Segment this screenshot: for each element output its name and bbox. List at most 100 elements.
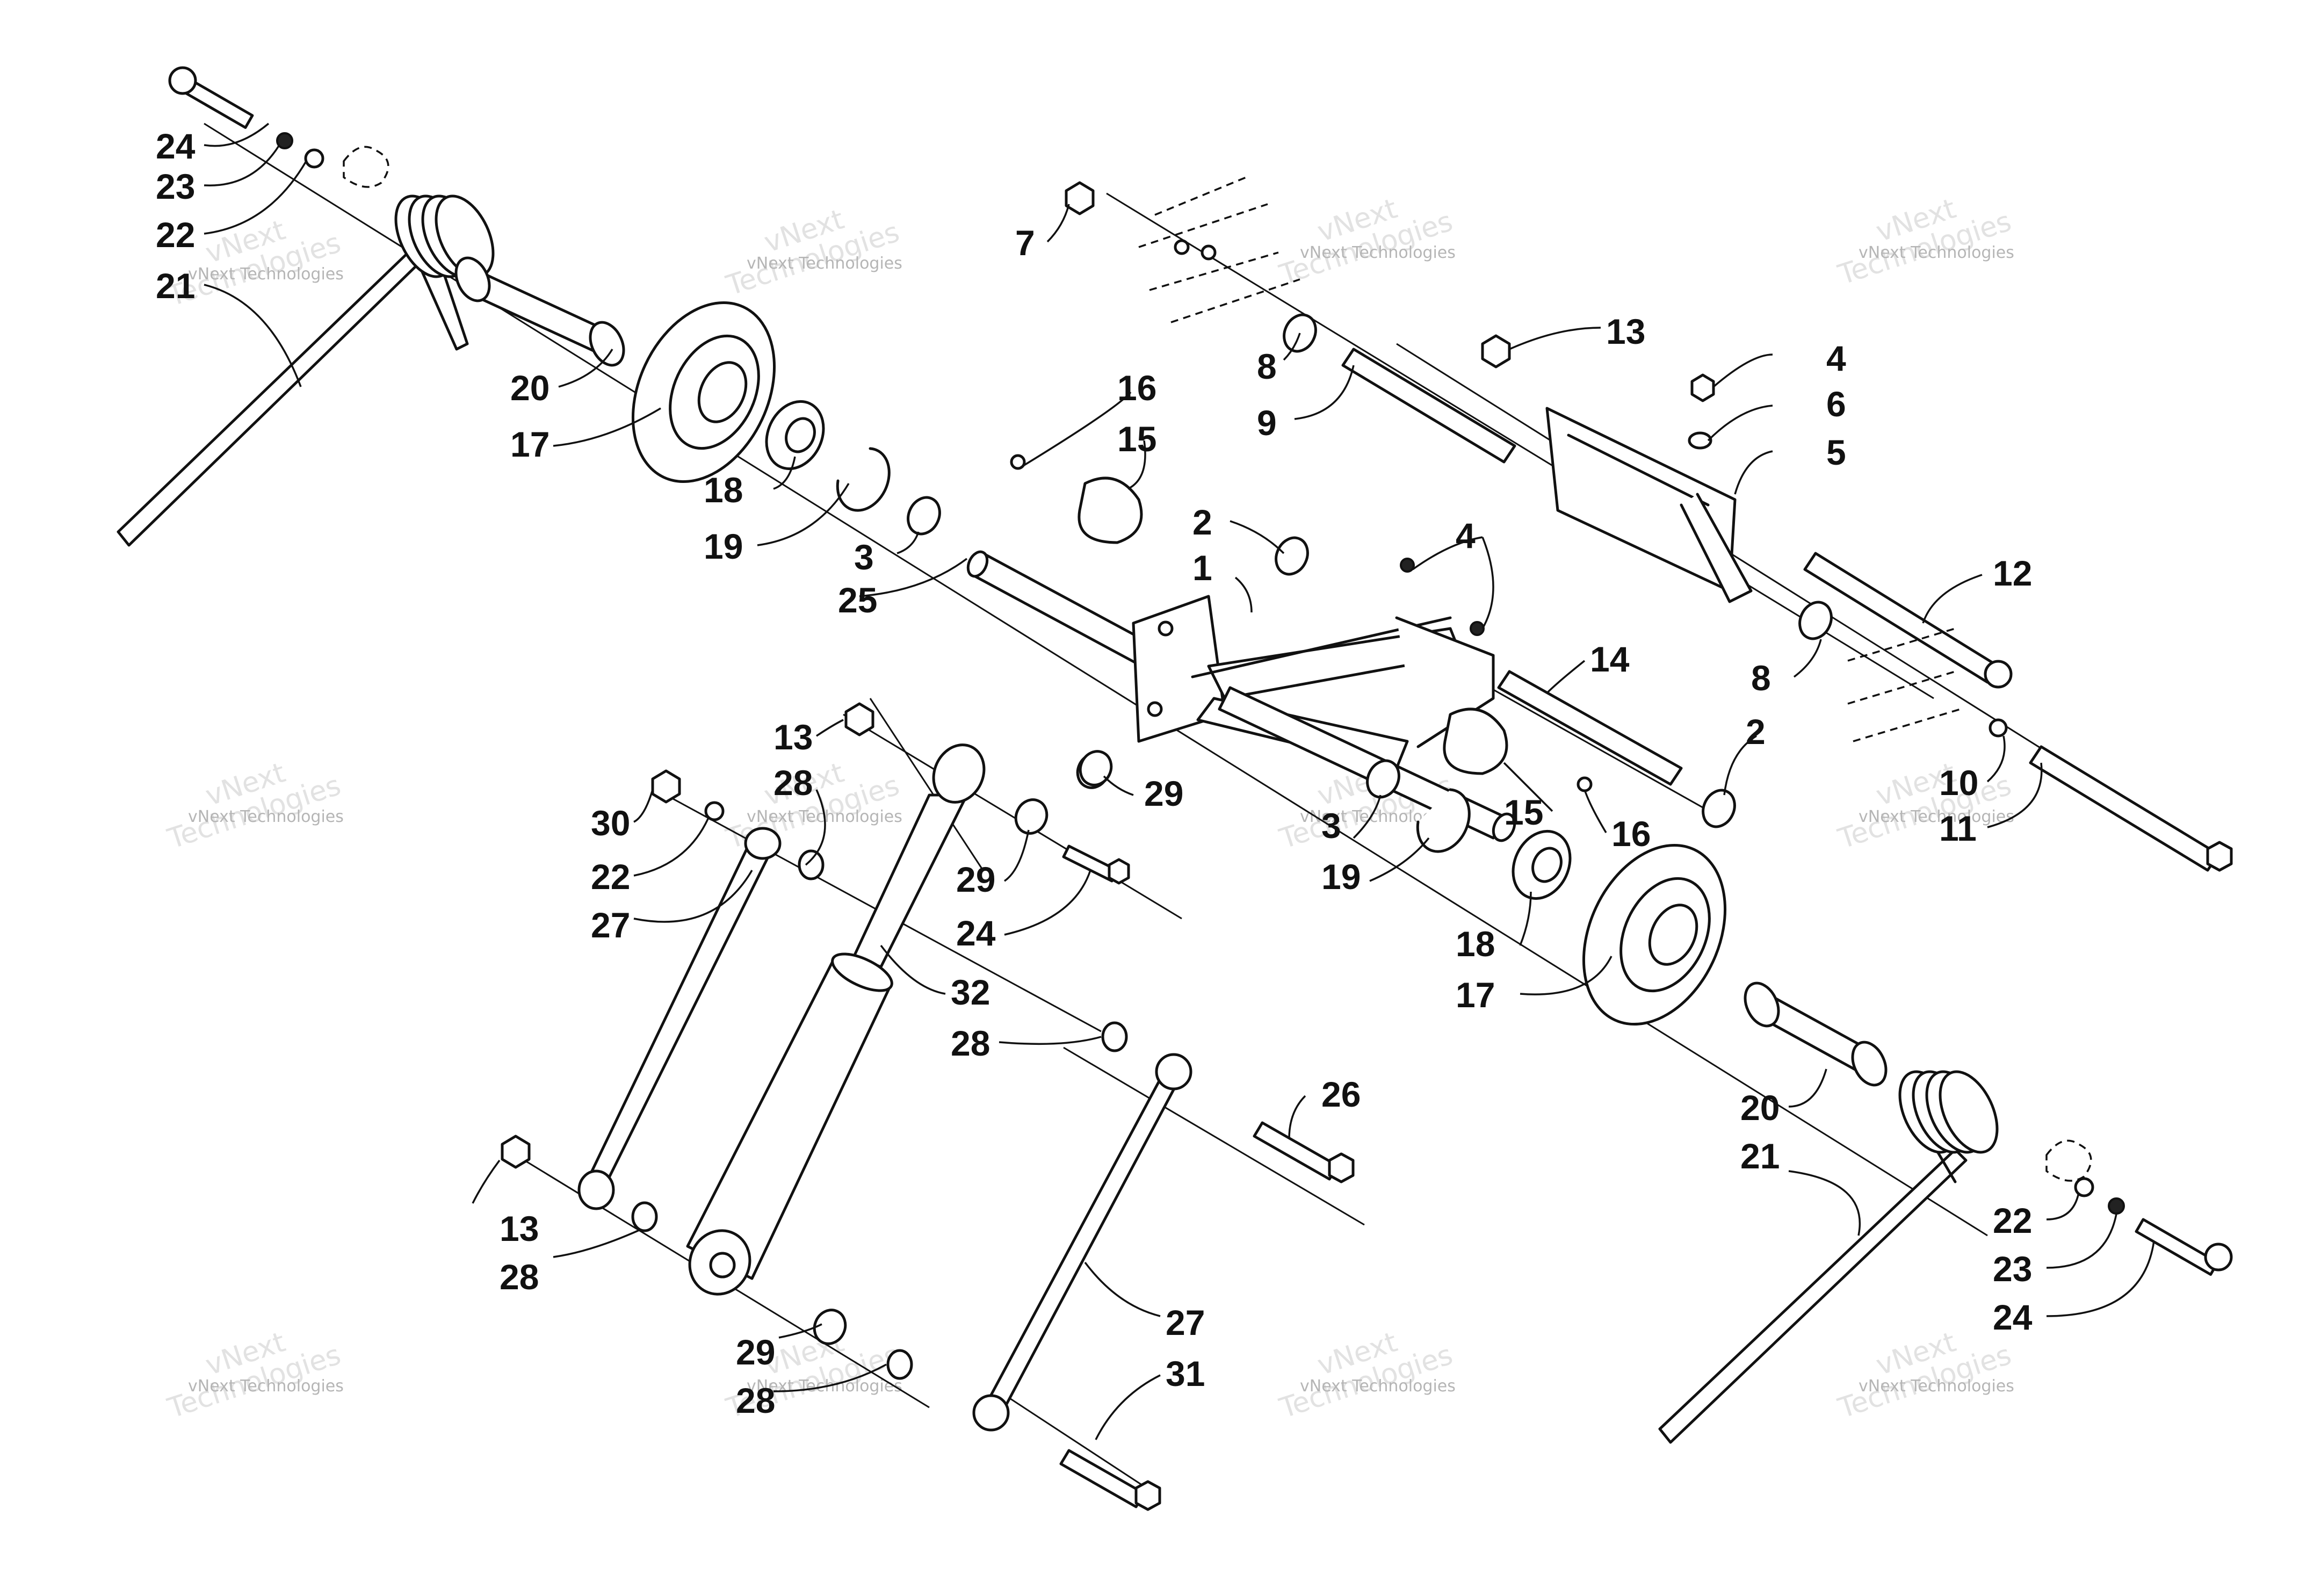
- bushing-28-top: [798, 849, 825, 880]
- cushion-left: [1078, 476, 1143, 544]
- frame-hole: [1174, 239, 1190, 255]
- bushing-28-mid: [1101, 1021, 1128, 1052]
- callout-18: 18: [704, 470, 743, 510]
- watermark: vNext Technologies vNext Technologies: [164, 1326, 345, 1425]
- bearing-left: [765, 400, 825, 471]
- svg-text:vNext Technologies: vNext Technologies: [188, 265, 344, 284]
- bolt-26: [1253, 1121, 1355, 1183]
- callout-26: 26: [1321, 1074, 1361, 1114]
- frame-outline-top: [1138, 176, 1300, 323]
- callout-2: 2: [1192, 502, 1212, 542]
- callout-4: 4: [1826, 338, 1846, 378]
- watermark: vNext Technologies vNext Technologies: [1276, 1326, 1457, 1425]
- callout-28: 28: [773, 763, 813, 803]
- washer-right: [2074, 1177, 2094, 1197]
- frame-outline-left: [343, 146, 389, 188]
- callout-12: 12: [1993, 553, 2032, 593]
- washer-left: [304, 148, 324, 169]
- callout-29: 29: [1144, 774, 1183, 813]
- callout-13: 13: [1606, 312, 1645, 351]
- callout-22: 22: [156, 215, 195, 255]
- callout-9: 9: [1257, 403, 1277, 443]
- callout-25: 25: [838, 580, 877, 620]
- svg-text:vNext Technologies: vNext Technologies: [1859, 1377, 2014, 1396]
- callout-15: 15: [1117, 419, 1156, 459]
- callout-32: 32: [951, 972, 990, 1012]
- watermark: vNext Technologies vNext Technologies: [1834, 1326, 2015, 1425]
- callout-22: 22: [1993, 1201, 2032, 1240]
- washer-22: [704, 801, 725, 821]
- watermark: vNext Technologies vNext Technologies: [1276, 192, 1457, 291]
- callout-16: 16: [1611, 814, 1651, 854]
- watermark: vNext Technologies vNext Technologies: [722, 203, 903, 302]
- callout-16: 16: [1117, 368, 1156, 408]
- callout-19: 19: [704, 526, 743, 566]
- callout-15: 15: [1504, 792, 1543, 832]
- callout-27: 27: [1166, 1303, 1205, 1342]
- callout-20: 20: [510, 368, 549, 408]
- cushion-right: [1443, 707, 1508, 775]
- arm-assembly: [1132, 595, 1516, 842]
- wheel-right: [1582, 843, 1727, 1026]
- nut-13-top: [1481, 334, 1511, 369]
- shaft-9: [1341, 348, 1516, 464]
- shock-absorber: [686, 743, 986, 1296]
- grease-fitting-center: [1400, 558, 1415, 573]
- washer-10: [1989, 718, 2008, 738]
- callout-23: 23: [156, 167, 195, 206]
- callout-18: 18: [1456, 924, 1495, 964]
- callout-10: 10: [1939, 763, 1978, 803]
- bushing-28-bottom: [886, 1349, 913, 1380]
- bolt-11: [2029, 745, 2233, 872]
- callout-6: 6: [1826, 384, 1846, 424]
- shaft-14: [1497, 670, 1683, 786]
- bolt-24-mid: [1062, 844, 1130, 885]
- svg-text:vNext Technologies: vNext Technologies: [1859, 243, 2014, 262]
- bearing-right: [1512, 829, 1572, 900]
- callout-13: 13: [773, 717, 813, 757]
- callout-7: 7: [1015, 223, 1035, 263]
- callout-27: 27: [591, 905, 630, 945]
- spring-right: [1658, 1070, 1999, 1444]
- svg-text:vNext Technologies: vNext Technologies: [747, 254, 902, 273]
- bushing-2-right: [1702, 789, 1736, 828]
- bushing-29-low: [813, 1309, 847, 1345]
- callout-24: 24: [1993, 1297, 2033, 1337]
- lock-washer-right: [2108, 1197, 2125, 1215]
- callout-3: 3: [854, 537, 874, 577]
- callout-22: 22: [591, 857, 630, 897]
- bolt-31: [1059, 1449, 1161, 1511]
- callout-3: 3: [1321, 806, 1341, 846]
- bushing-2-top: [1275, 536, 1309, 576]
- svg-text:vNext Technologies: vNext Technologies: [1859, 807, 2014, 826]
- watermark: vNext Technologies vNext Technologies: [1834, 192, 2015, 291]
- bushing-8-right: [1798, 601, 1833, 640]
- callouts: 24 23 22 21 20 17 18 19 3 25 16 15 7 8 9…: [156, 126, 2033, 1420]
- grease-fitting-4: [1690, 373, 1715, 402]
- frame-hole: [1201, 244, 1217, 261]
- callout-1: 1: [1192, 548, 1212, 588]
- callout-5: 5: [1826, 432, 1846, 472]
- callout-31: 31: [1166, 1354, 1205, 1393]
- callout-4: 4: [1456, 516, 1476, 555]
- bushing-29-mid: [1014, 798, 1049, 835]
- callout-28: 28: [500, 1257, 539, 1297]
- callout-17: 17: [1456, 975, 1495, 1015]
- frame-outline-lower-right: [2045, 1139, 2092, 1182]
- watermark: vNext Technologies vNext Technologies: [164, 756, 345, 855]
- callout-2: 2: [1746, 712, 1766, 752]
- callout-14: 14: [1590, 639, 1630, 679]
- nut-13-mid: [844, 702, 874, 736]
- callout-24: 24: [956, 913, 996, 953]
- clip-left: [1010, 454, 1026, 470]
- nut-7: [1065, 181, 1095, 215]
- svg-text:vNext Technologies: vNext Technologies: [188, 807, 344, 826]
- callout-30: 30: [591, 803, 630, 843]
- callout-29: 29: [956, 860, 995, 899]
- bolt-right-bottom: [2135, 1218, 2233, 1276]
- link-rod-right: [972, 1053, 1192, 1432]
- bushing-3-right: [1366, 759, 1400, 799]
- callout-29: 29: [736, 1332, 775, 1372]
- grease-fitting-right: [1470, 621, 1485, 636]
- svg-text:vNext Technologies: vNext Technologies: [1300, 1377, 1456, 1396]
